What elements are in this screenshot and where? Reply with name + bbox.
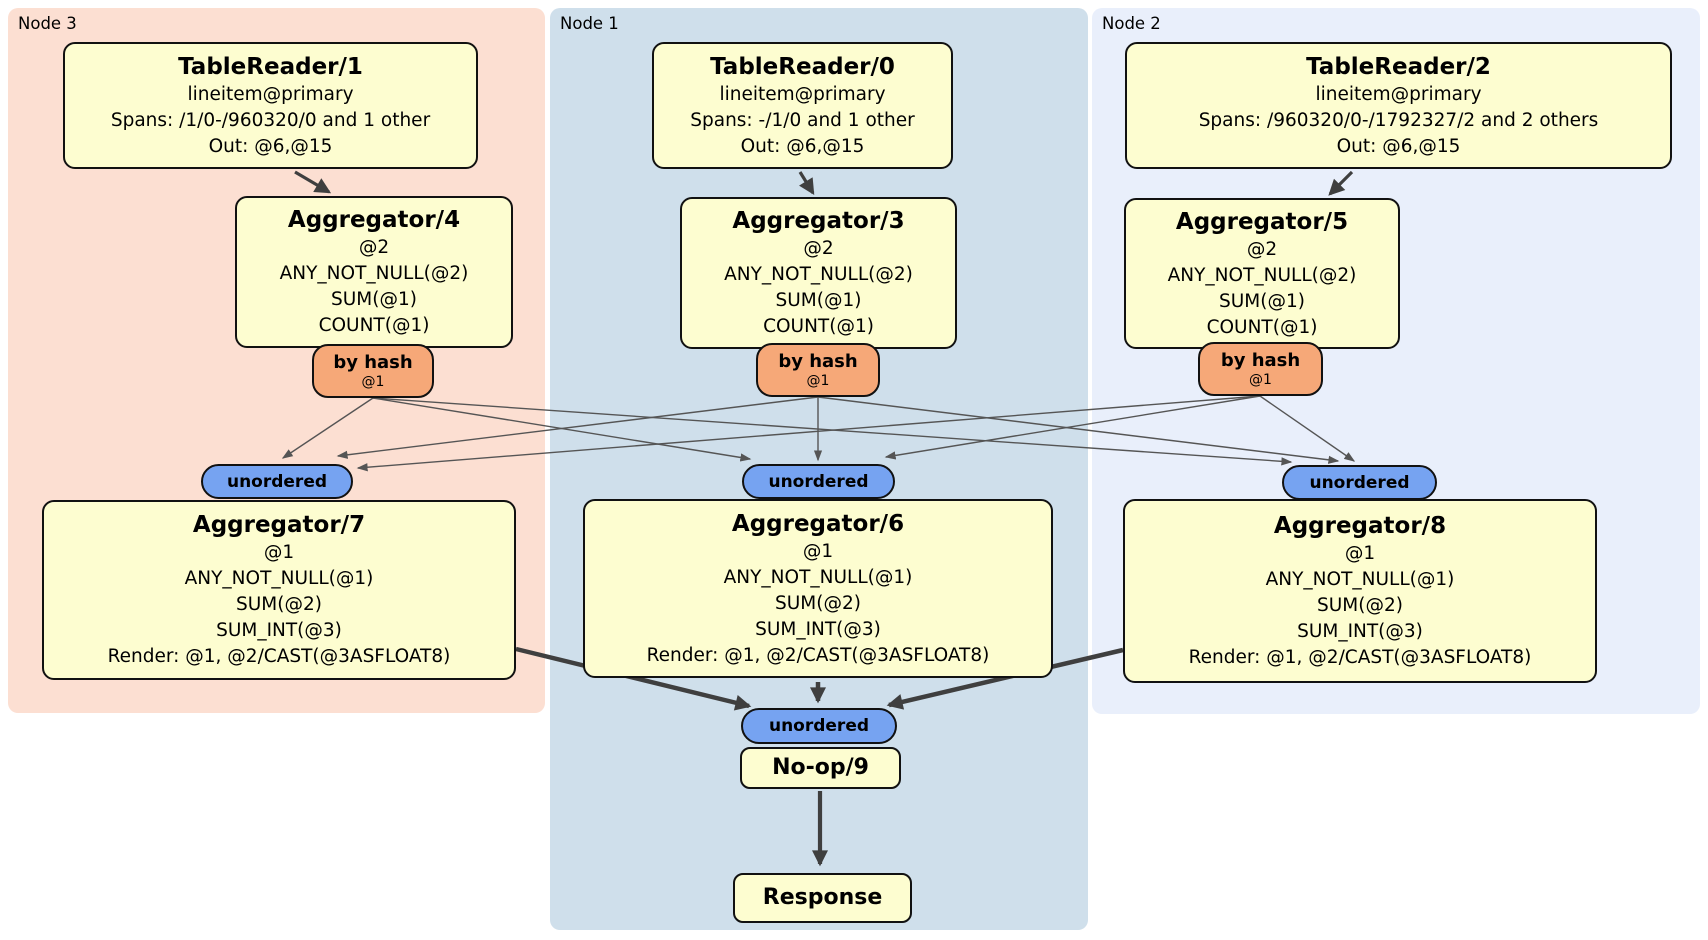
sync-unordered-final: unordered [741,708,897,744]
processor-line: ANY_NOT_NULL(@2) [724,264,913,285]
processor-aggregator-3: Aggregator/3 @2 ANY_NOT_NULL(@2) SUM(@1)… [680,197,957,349]
processor-line: ANY_NOT_NULL(@1) [184,568,374,589]
sync-label: unordered [768,716,870,736]
edge-hash5-to-sync8 [1259,395,1356,462]
processor-line: lineitem@primary [719,83,886,105]
edge-tr2-to-agg5 [1328,170,1354,196]
router-by-hash-3: by hash @1 [756,343,880,397]
sync-unordered-7: unordered [201,464,353,499]
router-key: @1 [806,372,830,389]
panel-label: Node 1 [560,14,619,33]
processor-line: COUNT(@1) [763,316,874,337]
processor-line: SUM_INT(@3) [216,620,342,641]
processor-line: SUM(@2) [236,594,322,615]
processor-line: Render: @1, @2/CAST(@3ASFLOAT8) [1188,647,1532,668]
edge-tr0-to-agg3 [798,171,815,196]
processor-line: Out: @6,@15 [208,135,333,157]
processor-line: SUM_INT(@3) [1297,621,1423,642]
processor-title: No-op/9 [772,755,869,780]
edge-hash5-to-sync6 [884,395,1261,460]
panel-label: Node 3 [18,14,77,33]
processor-line: ANY_NOT_NULL(@1) [723,566,913,588]
router-key: @1 [361,373,385,390]
processor-line: @1 [1344,543,1376,564]
processor-aggregator-4: Aggregator/4 @2 ANY_NOT_NULL(@2) SUM(@1)… [235,196,513,348]
processor-tablereader-1: TableReader/1 lineitem@primary Spans: /1… [63,42,478,169]
processor-line: @2 [358,237,390,258]
processor-title: Aggregator/3 [732,208,905,234]
processor-response: Response [733,873,912,923]
processor-line: ANY_NOT_NULL(@2) [279,263,469,284]
processor-line: COUNT(@1) [1206,316,1318,338]
processor-title: Aggregator/6 [731,510,905,537]
sync-unordered-8: unordered [1282,465,1437,500]
edge-hash3-to-sync8 [817,396,1340,464]
router-label: by hash [778,350,858,372]
processor-noop-9: No-op/9 [740,747,901,789]
processor-line: ANY_NOT_NULL(@1) [1265,569,1455,590]
sync-label: unordered [768,471,869,492]
processor-title: TableReader/1 [178,53,363,80]
processor-line: SUM(@1) [1219,290,1305,312]
panel-label: Node 2 [1102,14,1161,33]
sync-label: unordered [1309,472,1410,493]
sync-unordered-6: unordered [742,464,895,499]
processor-tablereader-0: TableReader/0 lineitem@primary Spans: -/… [652,42,953,169]
processor-aggregator-7: Aggregator/7 @1 ANY_NOT_NULL(@1) SUM(@2)… [42,500,516,680]
processor-title: Aggregator/4 [287,207,461,233]
processor-title: TableReader/2 [1306,53,1491,80]
edge-hash3-to-sync7 [336,396,819,459]
router-by-hash-4: by hash @1 [312,344,434,398]
processor-line: lineitem@primary [187,83,354,105]
sync-label: unordered [226,471,328,492]
processor-line: SUM(@2) [775,592,861,614]
processor-line: Render: @1, @2/CAST(@3ASFLOAT8) [646,644,990,666]
processor-line: Spans: -/1/0 and 1 other [690,109,915,131]
processor-line: Out: @6,@15 [1336,135,1461,157]
processor-line: SUM(@1) [775,290,862,311]
edge-hash5-to-sync7 [356,395,1261,472]
processor-aggregator-5: Aggregator/5 @2 ANY_NOT_NULL(@2) SUM(@1)… [1124,198,1400,349]
processor-line: lineitem@primary [1315,83,1482,105]
processor-line: @1 [263,542,295,563]
processor-line: SUM_INT(@3) [755,618,881,640]
processor-line: SUM(@2) [1317,595,1403,616]
processor-title: TableReader/0 [710,53,895,80]
edge-tr1-to-agg4 [294,170,332,194]
processor-tablereader-2: TableReader/2 lineitem@primary Spans: /9… [1125,42,1672,169]
processor-line: COUNT(@1) [318,315,430,336]
processor-aggregator-6: Aggregator/6 @1 ANY_NOT_NULL(@1) SUM(@2)… [583,499,1053,678]
processor-line: SUM(@1) [331,289,417,310]
router-by-hash-5: by hash @1 [1198,342,1323,396]
processor-line: Render: @1, @2/CAST(@3ASFLOAT8) [107,646,451,667]
processor-line: @2 [803,238,834,259]
processor-title: Aggregator/8 [1273,513,1447,539]
processor-title: Response [762,885,883,910]
processor-line: ANY_NOT_NULL(@2) [1167,264,1357,286]
processor-title: Aggregator/7 [192,512,366,538]
processor-line: Spans: /960320/0-/1792327/2 and 2 others [1198,109,1599,131]
processor-line: @1 [802,540,834,562]
processor-aggregator-8: Aggregator/8 @1 ANY_NOT_NULL(@1) SUM(@2)… [1123,499,1597,683]
router-key: @1 [1249,371,1272,388]
processor-line: @2 [1246,238,1278,260]
edge-hash4-to-sync7 [281,397,374,459]
router-label: by hash [1220,349,1301,371]
router-label: by hash [333,351,413,373]
processor-line: Spans: /1/0-/960320/0 and 1 other [110,109,431,131]
processor-title: Aggregator/5 [1175,208,1349,235]
processor-line: Out: @6,@15 [740,135,865,157]
